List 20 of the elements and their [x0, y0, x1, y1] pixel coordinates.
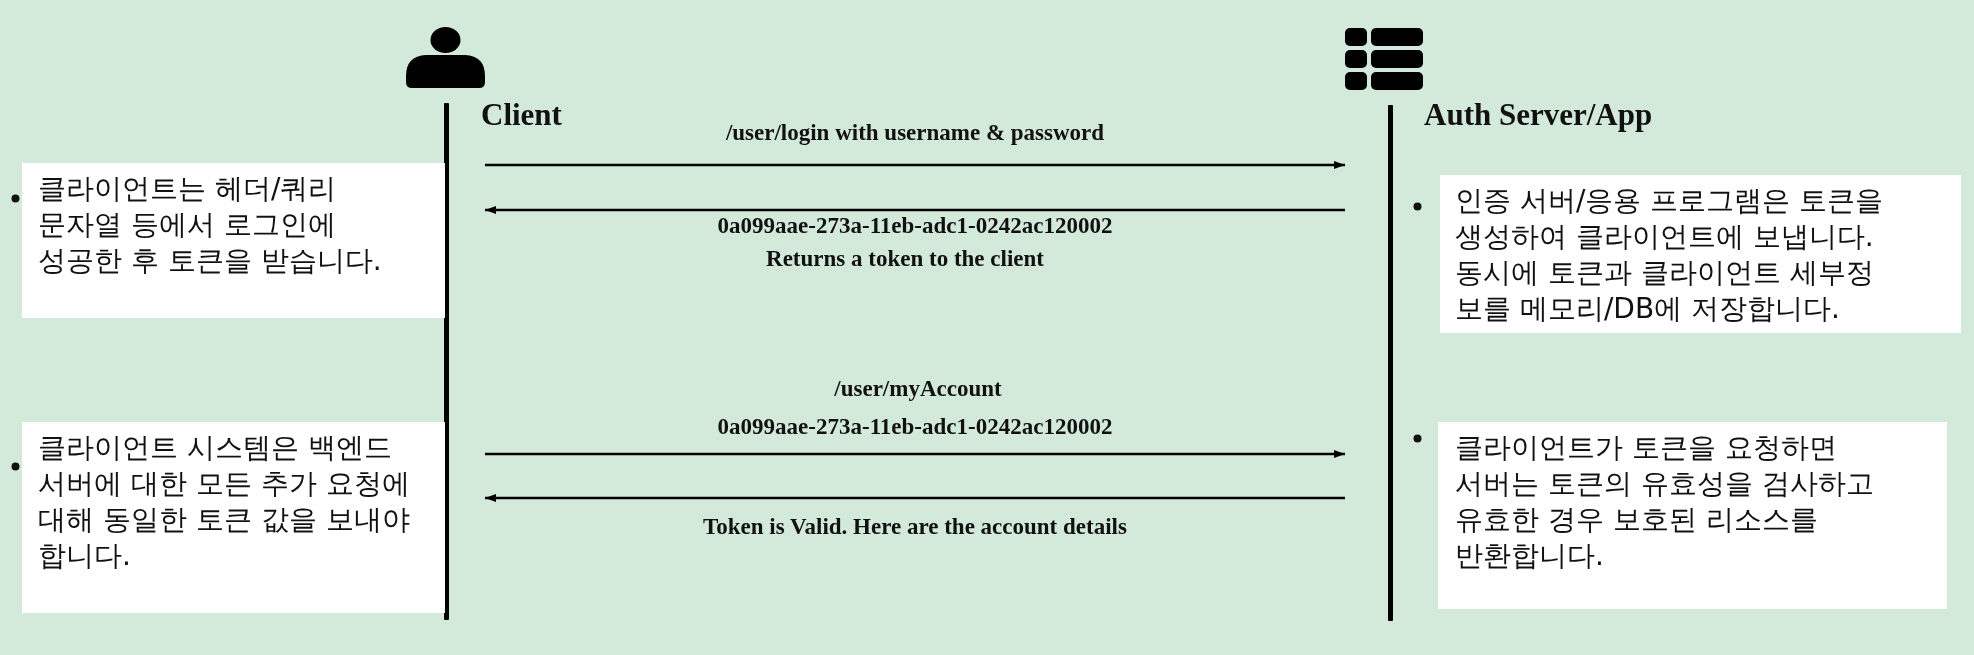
arrow	[485, 206, 1345, 214]
edge-label: 0a099aae-273a-11eb-adc1-0242ac120002	[717, 212, 1113, 240]
arrow	[485, 450, 1345, 458]
edge-label: 0a099aae-273a-11eb-adc1-0242ac120002	[717, 413, 1113, 441]
edge-label: Token is Valid. Here are the account details	[703, 513, 1127, 541]
edge-label: /user/login with username & password	[725, 119, 1105, 147]
message-caption: Returns a token to the client	[766, 245, 1044, 273]
note-box	[22, 163, 445, 318]
arrow	[485, 494, 1345, 502]
note-box	[1438, 422, 1947, 609]
arrow	[485, 161, 1345, 169]
note-box	[22, 422, 445, 613]
participant-label: Auth Server/App	[1424, 97, 1653, 133]
note-text: 인증 서버/응용 프로그램은 토큰을 생성하여 클라이언트에 보냅니다. 동시에 토큰과 클라이언트 세부정보를 메모리/DB에 저장합니다.	[1455, 183, 1885, 327]
note-text: 클라이언트 시스템은 백엔드 서버에 대한 모든 추가 요청에 대해 동일한 토큰 값을 보내야 합니다.	[38, 430, 411, 574]
message-caption: /user/myAccount	[834, 375, 1002, 403]
note-box	[1440, 175, 1961, 333]
note-text: 클라이언트는 헤더/쿼리 문자열 등에서 로그인에 성공한 후 토큰을 받습니다.	[38, 171, 383, 279]
participant-label: Client	[481, 97, 562, 133]
note-text: 클라이언트가 토큰을 요청하면 서버는 토큰의 유효성을 검사하고 유효한 경우 보호된 리소스를 반환합니다.	[1455, 430, 1875, 574]
